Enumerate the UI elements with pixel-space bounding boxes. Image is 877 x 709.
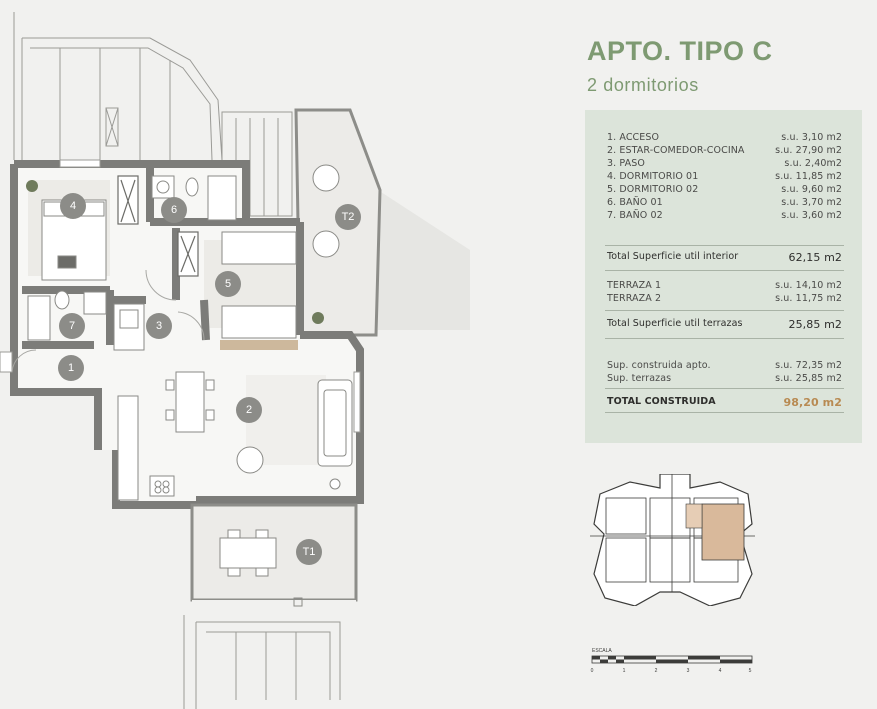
room-label: 4. DORMITORIO 01 <box>607 171 699 182</box>
total-built-value: 98,20 m2 <box>783 396 842 409</box>
room-badge-3: 3 <box>146 313 172 339</box>
scale-tick: 4 <box>719 668 722 674</box>
built-area: s.u. 25,85 m2 <box>775 373 842 384</box>
divider <box>605 412 844 413</box>
room-area: s.u. 2,40m2 <box>784 158 842 169</box>
scale-tick: 5 <box>749 668 752 674</box>
divider <box>605 245 844 246</box>
room-label: 1. ACCESO <box>607 132 660 143</box>
floor-plan <box>0 12 470 709</box>
room-area: s.u. 3,70 m2 <box>781 197 842 208</box>
key-plan <box>590 474 755 606</box>
room-label: 6. BAÑO 01 <box>607 197 663 208</box>
total-built-label: TOTAL CONSTRUIDA <box>607 396 716 407</box>
wardrobe <box>117 175 199 277</box>
terrace-label: TERRAZA 2 <box>607 293 662 304</box>
room-area: s.u. 27,90 m2 <box>775 145 842 156</box>
room-area: s.u. 3,10 m2 <box>781 132 842 143</box>
room-label: 2. ESTAR-COMEDOR-COCINA <box>607 145 745 156</box>
terrace-area: s.u. 11,75 m2 <box>775 293 842 304</box>
terrace-badge-t1: T1 <box>296 539 322 565</box>
divider <box>605 388 844 389</box>
apartment-title: APTO. TIPO C <box>587 36 773 66</box>
bathroom-fixtures <box>27 175 237 351</box>
scale-tick: 2 <box>655 668 658 674</box>
scale-bar: ESCALA 0 1 2 3 4 5 <box>591 648 753 674</box>
apartment-subtitle: 2 dormitorios <box>587 75 699 95</box>
total-terraces-label: Total Superficie util terrazas <box>607 318 743 329</box>
room-area: s.u. 3,60 m2 <box>781 210 842 221</box>
lower-structure <box>183 615 341 709</box>
room-area: s.u. 11,85 m2 <box>775 171 842 182</box>
terrace-area: s.u. 14,10 m2 <box>775 280 842 291</box>
scale-label: ESCALA <box>592 648 612 654</box>
room-label: 7. BAÑO 02 <box>607 210 663 221</box>
divider <box>605 338 844 339</box>
door-swings <box>11 269 205 373</box>
scale-tick: 0 <box>591 668 594 674</box>
terrace-label: TERRAZA 1 <box>607 280 662 291</box>
sofa <box>236 379 353 490</box>
room-area: s.u. 9,60 m2 <box>781 184 842 195</box>
room-badge-1: 1 <box>58 355 84 381</box>
built-label: Sup. terrazas <box>607 373 672 384</box>
kitchen <box>117 395 175 501</box>
divider <box>605 310 844 311</box>
terrace-chairs <box>312 164 340 258</box>
shadow <box>378 190 470 330</box>
room-badge-2: 2 <box>236 397 262 423</box>
total-interior-label: Total Superficie util interior <box>607 251 739 262</box>
room-badge-5: 5 <box>215 271 241 297</box>
terrace-badge-t2: T2 <box>335 204 361 230</box>
highlighted-unit <box>701 503 745 561</box>
total-terraces-value: 25,85 m2 <box>788 318 842 331</box>
room-label: 5. DORMITORIO 02 <box>607 184 699 195</box>
divider <box>605 270 844 271</box>
room-badge-7: 7 <box>59 313 85 339</box>
scale-tick: 1 <box>623 668 626 674</box>
surface-table: 1. ACCESO s.u. 3,10 m2 2. ESTAR-COMEDOR-… <box>585 110 862 443</box>
room-badge-6: 6 <box>161 197 187 223</box>
terrace-1 <box>190 503 358 615</box>
scale-tick: 3 <box>687 668 690 674</box>
room-badge-4: 4 <box>60 193 86 219</box>
built-label: Sup. construida apto. <box>607 360 711 371</box>
room-label: 3. PASO <box>607 158 645 169</box>
built-area: s.u. 72,35 m2 <box>775 360 842 371</box>
dining-table <box>165 371 215 433</box>
total-interior-value: 62,15 m2 <box>788 251 842 264</box>
single-beds <box>221 231 297 339</box>
